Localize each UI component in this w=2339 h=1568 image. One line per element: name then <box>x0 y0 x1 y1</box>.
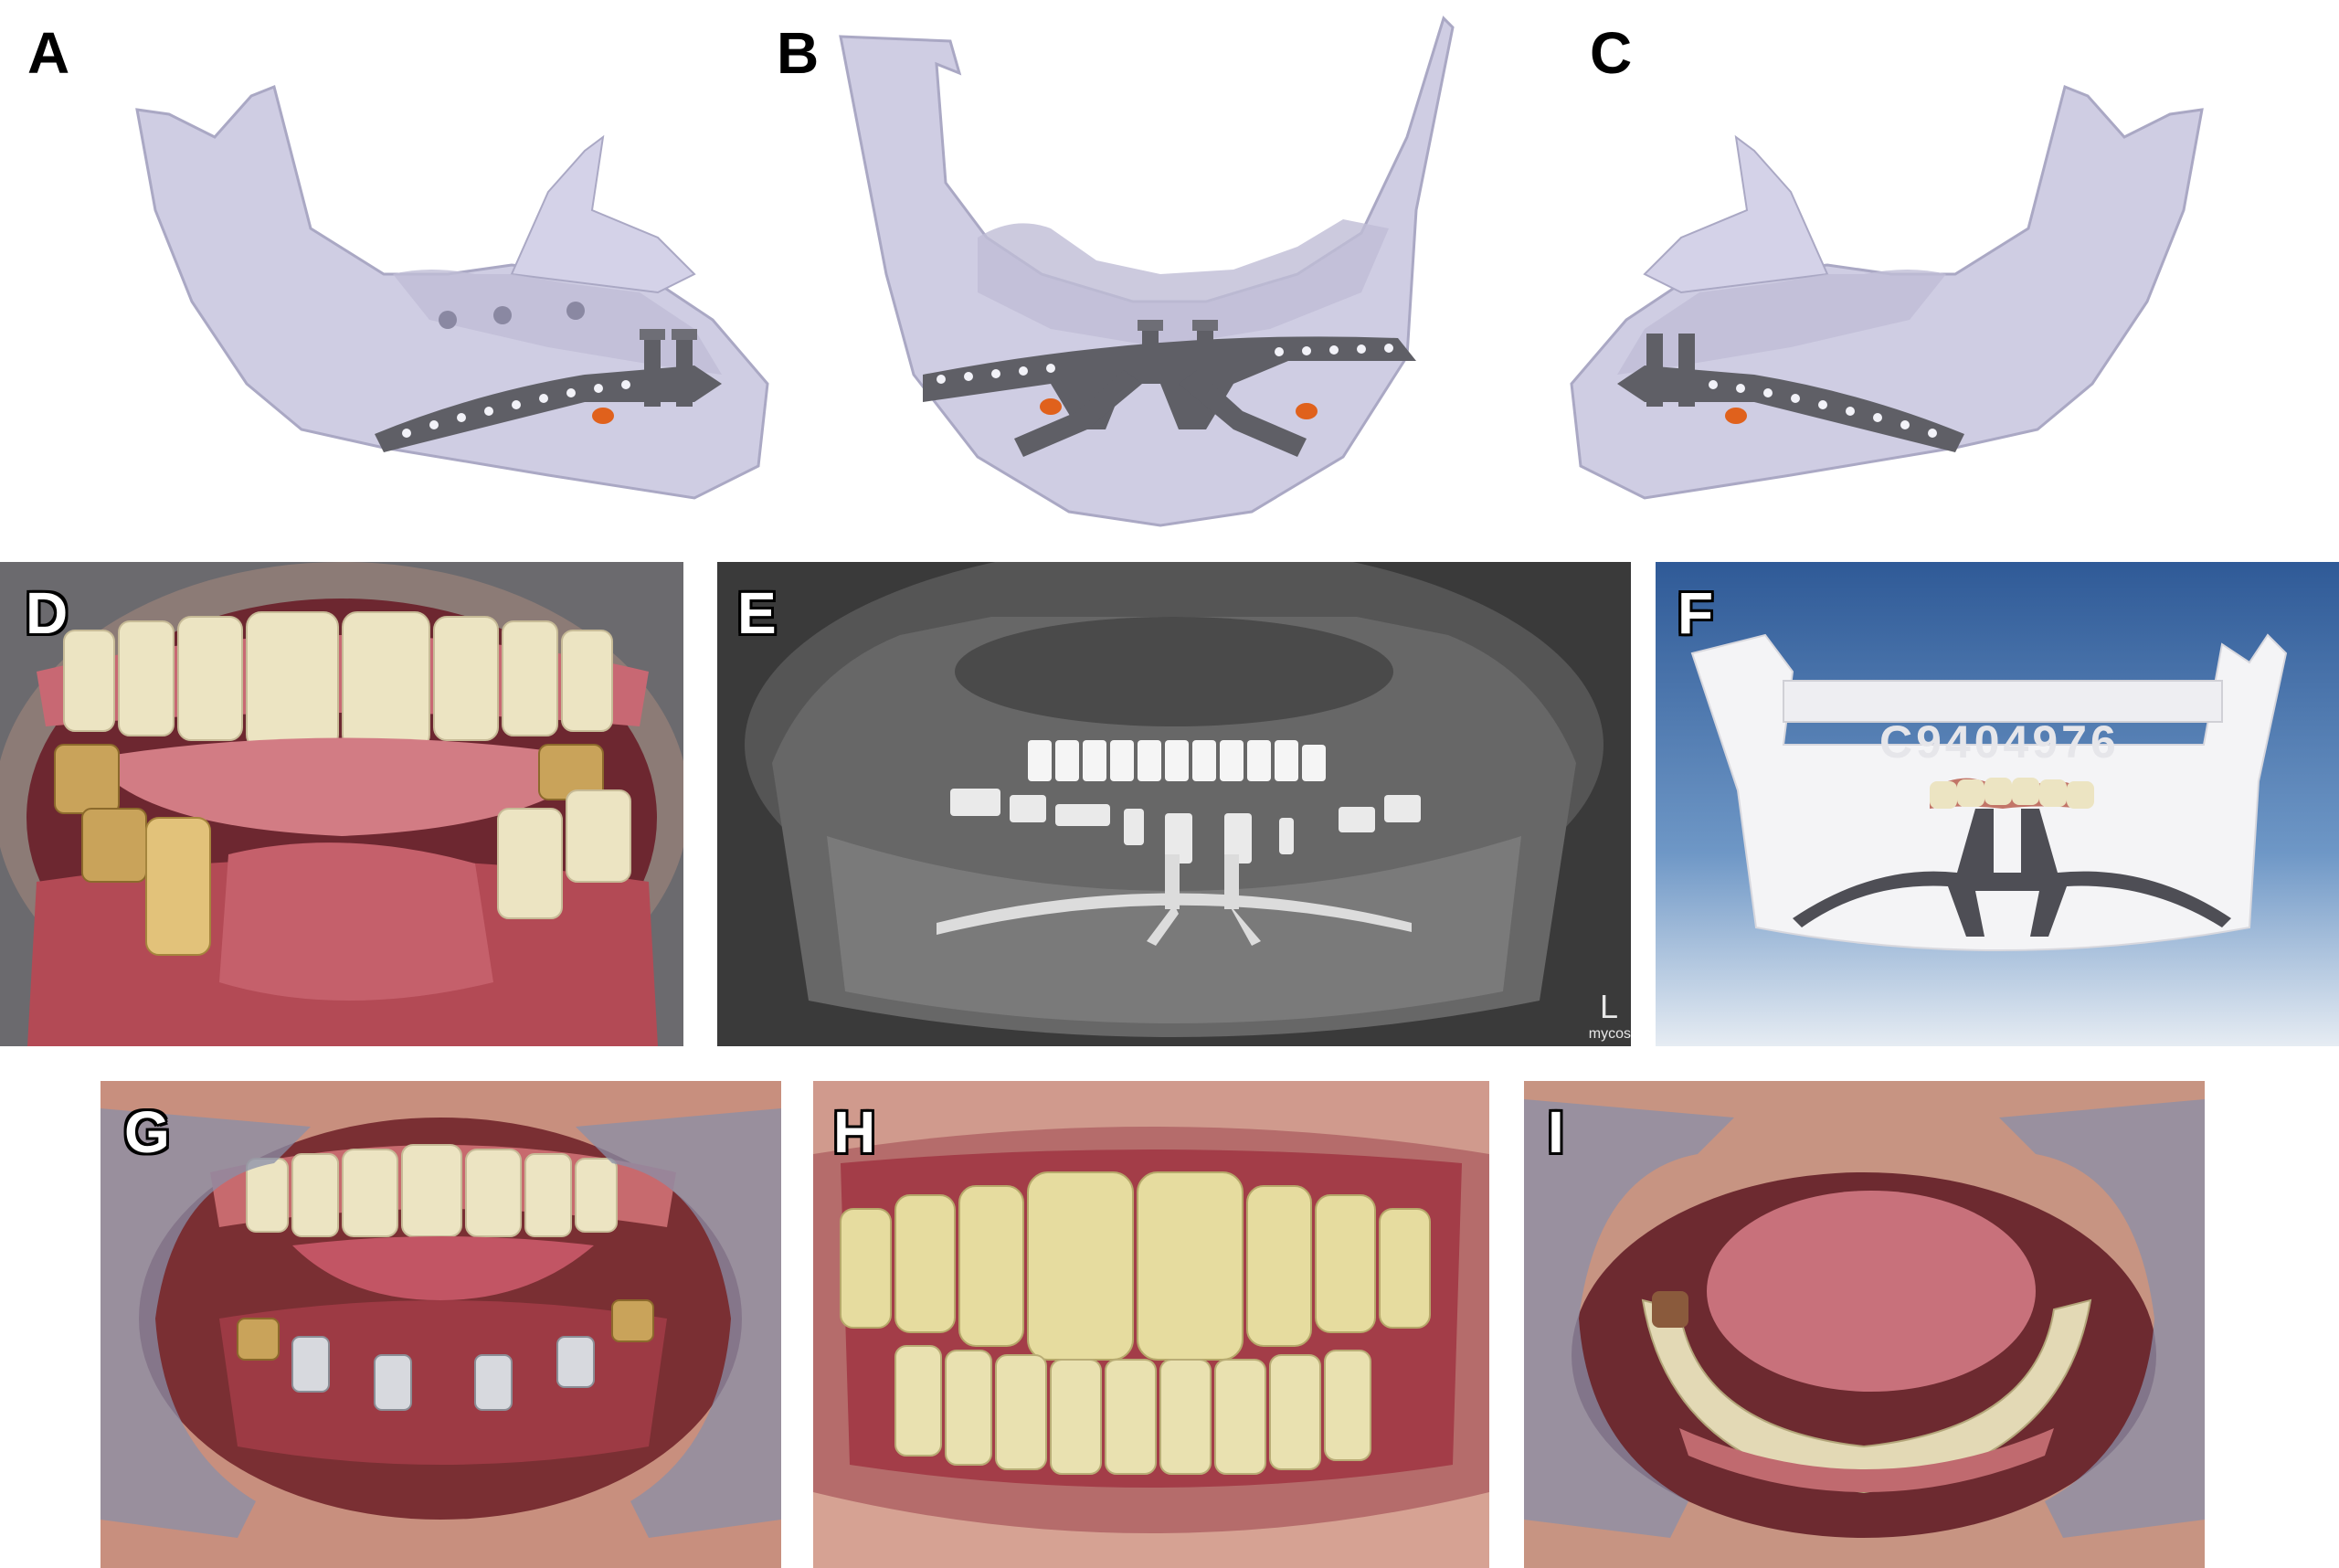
xray-side-marker: L <box>1599 988 1618 1025</box>
panel-a: A <box>0 0 777 530</box>
occlusal-prosthesis-photo-icon <box>1524 1081 2205 1568</box>
panel-b-label: B <box>777 20 820 86</box>
panel-g-label: G <box>124 1099 170 1165</box>
panel-h: H <box>813 1081 1489 1568</box>
panel-h-label: H <box>833 1099 876 1165</box>
printed-mandible-model-icon <box>1656 562 2339 1046</box>
panel-f-label: F <box>1678 580 1714 646</box>
xray-watermark: mycos <box>1588 1026 1631 1042</box>
panel-e: E L mycos <box>717 562 1631 1046</box>
mandible-3d-frontal-icon <box>839 16 1455 527</box>
panel-d-label: D <box>26 580 69 646</box>
panel-i: I <box>1524 1081 2205 1568</box>
intraoral-abutments-photo-icon <box>101 1081 781 1568</box>
mandible-3d-left-lateral-icon <box>1570 84 2204 500</box>
panel-g: G <box>101 1081 781 1568</box>
panel-b: B <box>777 0 1562 530</box>
intraoral-preop-photo-icon <box>0 562 683 1046</box>
panel-f: F C9404976 <box>1656 562 2339 1046</box>
mandible-3d-right-lateral-icon <box>135 84 769 500</box>
panel-a-label: A <box>27 20 70 86</box>
panel-c-label: C <box>1590 20 1633 86</box>
panel-i-label: I <box>1548 1099 1564 1165</box>
panel-c: C <box>1562 0 2339 530</box>
panel-d: D <box>0 562 683 1046</box>
model-code: C9404976 <box>1879 716 2120 768</box>
panoramic-xray-icon <box>717 562 1631 1046</box>
panel-e-label: E <box>737 580 777 646</box>
frontal-prosthesis-photo-icon <box>813 1081 1489 1568</box>
